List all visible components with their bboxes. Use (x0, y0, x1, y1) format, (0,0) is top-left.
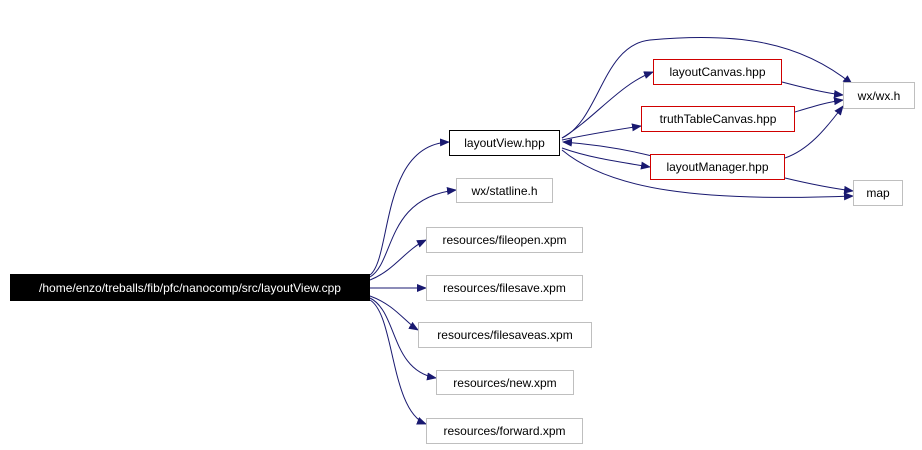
node-resources-fileopen[interactable]: resources/fileopen.xpm (426, 227, 583, 253)
edge-root-to-new (369, 297, 437, 381)
node-layoutmanager-hpp[interactable]: layoutManager.hpp (650, 154, 785, 180)
edge-root-to-wx-statline (369, 187, 457, 278)
edge-root-to-filesaveas (369, 295, 419, 331)
edge-layoutview-to-truthtablecanvas (561, 123, 642, 141)
node-truthtablecanvas-hpp[interactable]: truthTableCanvas.hpp (641, 106, 795, 132)
edge-layoutview-to-map (561, 149, 854, 201)
node-resources-filesaveas[interactable]: resources/filesaveas.xpm (418, 322, 592, 348)
node-wx-statline[interactable]: wx/statline.h (456, 178, 553, 203)
node-layoutview-cpp[interactable]: /home/enzo/treballs/fib/pfc/nanocomp/src… (10, 274, 370, 301)
edge-layoutmanager-to-wx-wx (784, 105, 844, 159)
node-layoutcanvas-hpp[interactable]: layoutCanvas.hpp (653, 59, 782, 85)
node-map[interactable]: map (853, 180, 903, 206)
edge-layoutmanager-to-map (784, 177, 854, 194)
edge-layoutcanvas-to-wx-wx (781, 81, 844, 98)
edge-root-to-fileopen (369, 239, 427, 281)
edge-layoutmanager-to-layoutview (562, 138, 653, 157)
edge-root-to-forward (369, 299, 427, 425)
node-layoutview-hpp[interactable]: layoutView.hpp (449, 130, 560, 156)
edge-truthtablecanvas-to-wx-wx (794, 97, 844, 113)
node-resources-new[interactable]: resources/new.xpm (436, 370, 574, 395)
node-resources-forward[interactable]: resources/forward.xpm (426, 418, 583, 444)
edge-layoutview-to-layoutmanager (561, 147, 651, 170)
node-resources-filesave[interactable]: resources/filesave.xpm (426, 275, 583, 301)
node-wx-wx-h[interactable]: wx/wx.h (843, 82, 915, 109)
edge-layoutview-to-layoutcanvas (561, 71, 654, 139)
edge-root-to-layoutview-hpp (369, 138, 450, 276)
edge-layoutview-to-wx-wx (561, 36, 853, 139)
